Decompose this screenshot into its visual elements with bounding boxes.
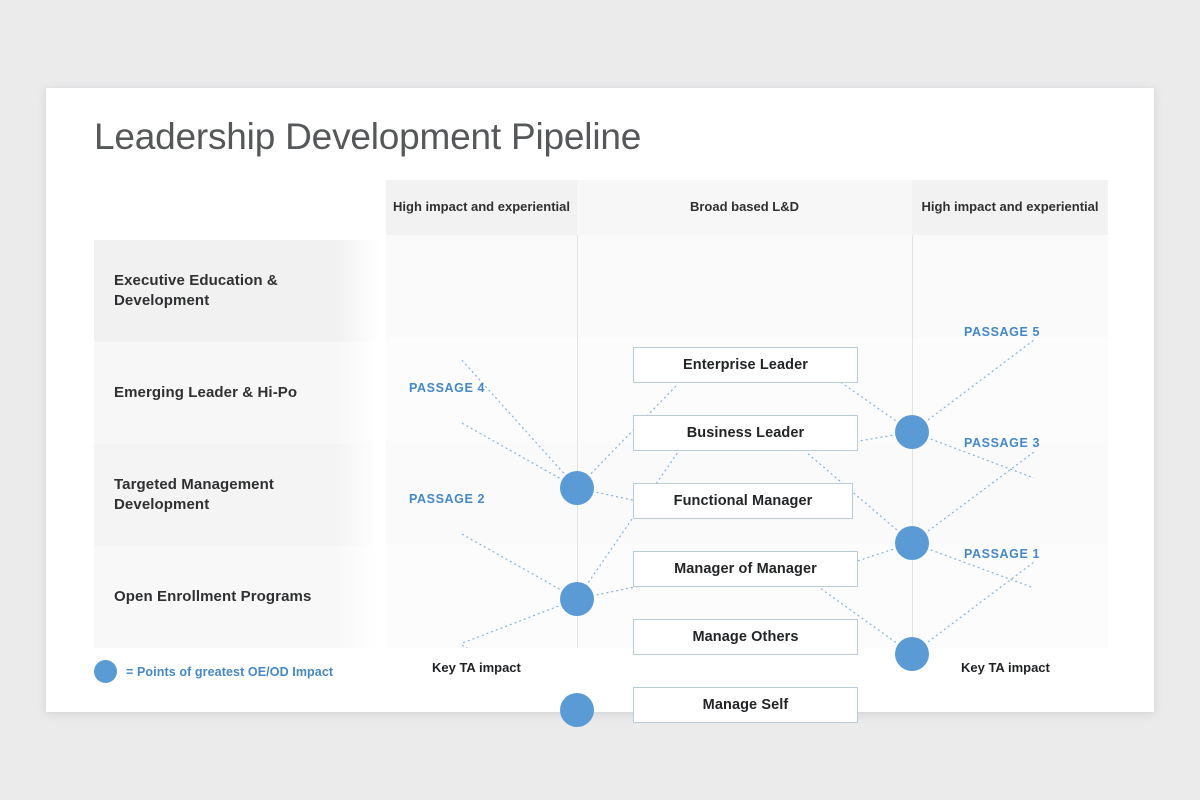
role-box[interactable]: Functional Manager	[633, 483, 853, 519]
role-box[interactable]: Business Leader	[633, 415, 858, 451]
impact-node-dot[interactable]	[560, 582, 594, 616]
pipeline-chart-panel: High impact and experiential Broad based…	[386, 180, 1108, 727]
slide-card: Leadership Development Pipeline Executiv…	[46, 88, 1154, 727]
passage-label-1: PASSAGE 1	[964, 547, 1041, 561]
column-header-left: High impact and experiential	[386, 180, 577, 235]
passage-label-2: PASSAGE 2	[409, 492, 486, 506]
passage-label-5: PASSAGE 5	[964, 325, 1041, 339]
legend-text: = Points of greatest OE/OD Impact	[126, 664, 334, 679]
role-box[interactable]: Manage Others	[633, 619, 858, 655]
footer-note-left: Key TA impact	[432, 660, 521, 675]
legend: = Points of greatest OE/OD Impact	[94, 660, 333, 683]
impact-node-dot[interactable]	[895, 526, 929, 560]
column-header-center: Broad based L&D	[577, 180, 912, 235]
impact-node-dot[interactable]	[895, 415, 929, 449]
passage-label-3: PASSAGE 3	[964, 436, 1041, 450]
role-box[interactable]: Enterprise Leader	[633, 347, 858, 383]
page-title: Leadership Development Pipeline	[94, 116, 642, 157]
impact-node-dot[interactable]	[895, 637, 929, 671]
program-row[interactable]: Emerging Leader & Hi-Po	[94, 342, 383, 444]
program-label: Executive Education & Development	[114, 272, 278, 309]
program-row[interactable]: Targeted Management Development	[94, 444, 383, 546]
role-box[interactable]: Manager of Manager	[633, 551, 858, 587]
impact-node-dot[interactable]	[560, 471, 594, 505]
column-header-row: High impact and experiential Broad based…	[386, 180, 1108, 235]
passage-label-4: PASSAGE 4	[409, 381, 486, 395]
column-header-right: High impact and experiential	[912, 180, 1108, 235]
program-label: Targeted Management Development	[114, 476, 274, 513]
role-box[interactable]: Manage Self	[633, 687, 858, 723]
program-row[interactable]: Executive Education & Development	[94, 240, 383, 342]
program-rail: Executive Education & Development Emergi…	[94, 240, 383, 648]
circle-marker-icon	[94, 660, 117, 683]
program-label: Emerging Leader & Hi-Po	[114, 384, 298, 402]
impact-node-dot[interactable]	[560, 693, 594, 727]
row-band	[386, 235, 1108, 338]
program-label: Open Enrollment Programs	[114, 588, 312, 606]
footer-note-right: Key TA impact	[961, 660, 1050, 675]
program-row[interactable]: Open Enrollment Programs	[94, 546, 383, 648]
